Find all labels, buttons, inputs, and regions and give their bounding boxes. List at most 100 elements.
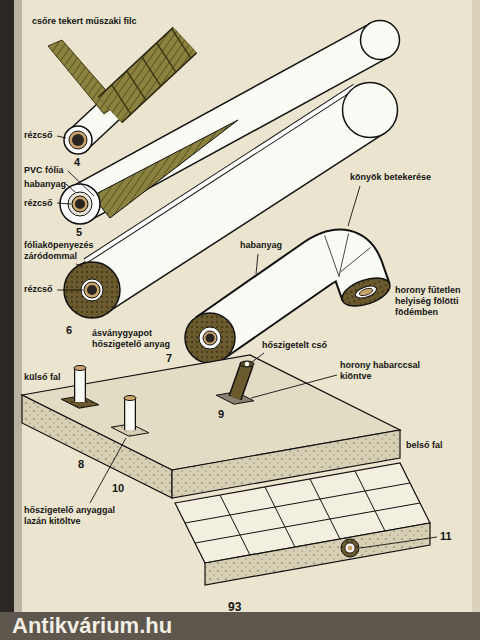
part-label: rézcső: [24, 198, 53, 209]
part-label: csőre tekert műszaki filc: [32, 16, 137, 27]
pipe-outline: [124, 398, 136, 430]
label-anchor: 7: [166, 352, 172, 364]
label-anchor: 9: [218, 408, 224, 420]
pipe-far-end: [343, 83, 398, 138]
callout-number: 10: [112, 482, 124, 494]
callout-number: 5: [76, 226, 82, 238]
floor-slab: [205, 523, 430, 585]
part-label: rézcső: [24, 130, 53, 141]
pipe-outline: [74, 368, 86, 402]
label-anchor: 11: [440, 530, 452, 542]
pipe-end: [64, 126, 92, 154]
elbow-tape: [339, 233, 349, 276]
leader-line: [348, 186, 360, 226]
watermark: Antikvárium.hu: [12, 613, 172, 638]
pipe-top: [74, 366, 86, 371]
felt-seam: [112, 85, 131, 114]
leader-line: [256, 254, 258, 274]
pipe-top: [240, 361, 254, 367]
page-edge: [472, 0, 480, 640]
wool-end: [185, 313, 235, 363]
label-anchor: 6: [66, 324, 72, 336]
leader-line: [66, 184, 75, 192]
tile-joint: [265, 487, 295, 547]
label-anchor: rézcső: [24, 198, 53, 209]
pipe-9: [216, 361, 254, 404]
copper-ring: [203, 331, 217, 345]
label-anchor: 8: [78, 458, 84, 470]
riser-pipe: [75, 368, 85, 402]
label-anchor: rézcső: [24, 130, 53, 141]
book-gutter: [0, 0, 14, 640]
elbow-end: [338, 273, 393, 312]
part-label: habanyag: [240, 240, 282, 251]
elbow-tape: [325, 236, 340, 277]
leader-line: [360, 537, 437, 548]
pipe-bore: [72, 134, 84, 146]
inner-ring: [199, 327, 221, 349]
pipe-bore: [75, 199, 85, 209]
part-label: külső fal: [24, 372, 61, 383]
label-anchor: könyök betekerése: [350, 172, 431, 183]
felt-seam: [142, 57, 161, 86]
part-label: könyök betekerése: [350, 172, 431, 183]
callout-number: 4: [74, 156, 80, 168]
label-anchor: habanyag: [24, 179, 66, 190]
label-anchor: ásványgyapot hőszigetelő anyag: [92, 328, 182, 350]
label-anchor: 4: [74, 156, 80, 168]
page-number: 93: [228, 600, 241, 614]
label-anchor: horony fűtetlen helyiség fölötti födémbe…: [395, 285, 473, 318]
pipe-8: [61, 366, 99, 409]
label-anchor: habanyag: [240, 240, 282, 251]
insulated-pipe: [235, 364, 247, 398]
label-anchor: belső fal: [406, 440, 443, 451]
tile-joint: [355, 471, 385, 531]
part-label: hőszigetelő anyaggal lazán kitöltve: [24, 505, 128, 527]
part-label: belső fal: [406, 440, 443, 451]
bottom-band: [0, 612, 480, 640]
label-anchor: csőre tekert műszaki filc: [32, 16, 137, 27]
felt-seam: [172, 29, 191, 58]
label-anchor: hőszigetelő anyaggal lazán kitöltve: [24, 505, 128, 527]
tile-joint: [185, 483, 410, 523]
inner-ring: [81, 279, 103, 301]
part-label: ásványgyapot hőszigetelő anyag: [92, 328, 182, 350]
part-label: PVC fólia: [24, 165, 64, 176]
part-label: horony fűtetlen helyiség fölötti födémbe…: [395, 285, 473, 318]
pipe-10: [111, 396, 149, 437]
closure-seam: [85, 87, 355, 262]
copper-ring: [348, 546, 353, 551]
foam-ring: [68, 192, 92, 216]
callout-number: 9: [218, 408, 224, 420]
label-anchor: 93: [228, 600, 241, 614]
riser-pipe: [125, 398, 135, 430]
copper-ring: [245, 362, 249, 366]
label-anchor: horony habarccsal kiöntve: [340, 360, 432, 382]
pipe-11: [345, 543, 355, 553]
label-anchor: rézcső: [24, 284, 53, 295]
leader-line: [90, 438, 126, 503]
copper-ring: [84, 282, 100, 298]
callout-number: 11: [440, 530, 452, 542]
copper-ring: [358, 287, 373, 297]
callout-number: 7: [166, 352, 172, 364]
pipe-7: [185, 233, 394, 363]
elbow-tape: [340, 247, 370, 272]
leader-line: [57, 290, 83, 291]
callout-number: 6: [66, 324, 72, 336]
felt-seam: [127, 71, 146, 100]
leader-line: [76, 264, 82, 266]
tile-joint: [220, 495, 250, 555]
leader-lines: [57, 136, 437, 548]
leader-line: [252, 353, 264, 362]
tile-joint: [310, 479, 340, 539]
leader-line: [251, 375, 337, 398]
floor-groove: [341, 539, 359, 557]
label-anchor: Antikvárium.hu: [12, 613, 172, 638]
label-anchor: hőszigetelt cső: [262, 340, 327, 351]
gutter-shadow: [14, 0, 22, 640]
part-label: rézcső: [24, 284, 53, 295]
